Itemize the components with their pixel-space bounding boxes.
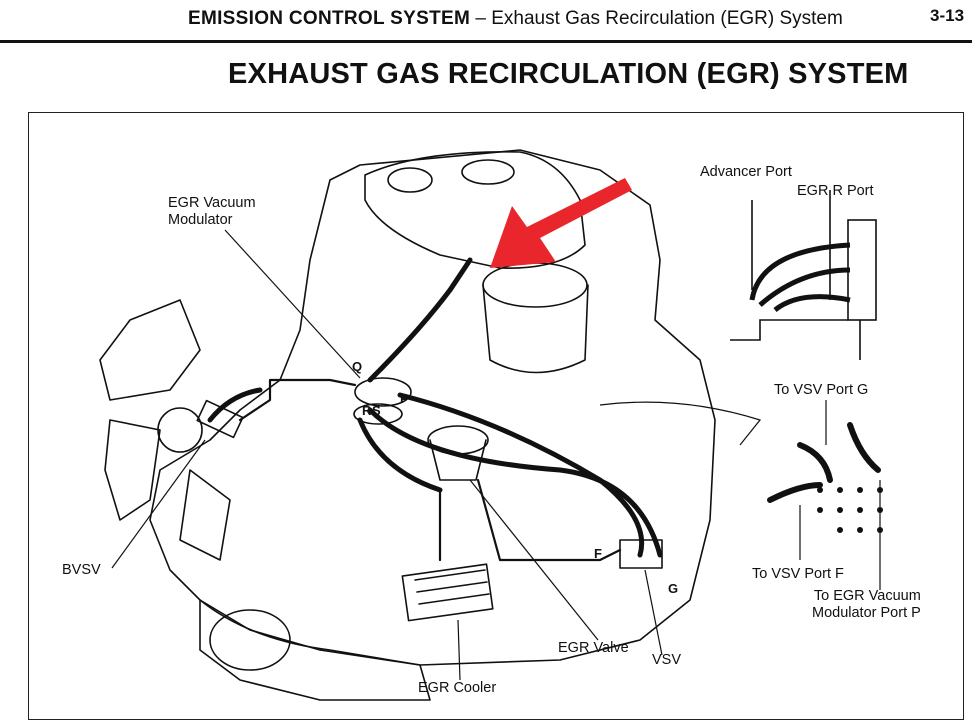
hose-p [397, 392, 645, 558]
port-s: S [372, 403, 381, 418]
label-to-vsv-port-f: To VSV Port F [752, 566, 844, 582]
label-vsv: VSV [652, 652, 682, 668]
highlight-arrow [490, 178, 632, 268]
hose-bvsv [207, 387, 263, 423]
leader-vsv [644, 569, 663, 656]
chapter-title: EMISSION CONTROL SYSTEM [188, 8, 471, 29]
port-g: G [668, 581, 679, 596]
leader-egr-cooler [457, 619, 461, 681]
egr-vacuum-modulator [354, 377, 412, 407]
label-bvsv: BVSV [62, 562, 101, 578]
label-to-egr-vacuum-modulator-port-p: To EGR Vacuum Modulator Port P [812, 588, 921, 621]
detail-hose-vsv-f [767, 482, 823, 503]
chapter-subtitle: – Exhaust Gas Recirculation (EGR) System [475, 8, 843, 29]
egr-cooler [401, 563, 494, 622]
hose-q [367, 257, 473, 383]
detail-hose-vsv-g [797, 442, 833, 483]
port-r: R [362, 403, 372, 418]
label-egr-cooler: EGR Cooler [418, 680, 497, 696]
port-q: Q [352, 359, 363, 374]
carburetor-top [482, 262, 588, 308]
leader-egr-valve [469, 479, 599, 641]
port-f: F [594, 546, 602, 561]
cooling-fan [99, 299, 231, 561]
cover-hole-left [387, 167, 433, 193]
oil-pan [199, 599, 431, 701]
carb-detail-body [847, 219, 877, 321]
label-to-vsv-port-g: To VSV Port G [774, 382, 869, 398]
label-egr-r-port: EGR R Port [797, 183, 874, 199]
detail-hoses [749, 242, 851, 313]
page-header: EMISSION CONTROL SYSTEM – Exhaust Gas Re… [0, 0, 980, 44]
leader-egr-vacuum-modulator [224, 229, 361, 379]
page-title: EXHAUST GAS RECIRCULATION (EGR) SYSTEM [228, 58, 909, 90]
detail-callout-arrow [599, 401, 762, 446]
label-egr-vacuum-modulator: EGR Vacuum Modulator [168, 195, 256, 228]
page-number: 3-13 [930, 6, 965, 25]
leader-bvsv [111, 439, 206, 569]
engine-block-outline [149, 149, 716, 666]
egr-pipe [438, 478, 622, 562]
chapter-heading: EMISSION CONTROL SYSTEM – Exhaust Gas Re… [188, 8, 843, 30]
hose-r [367, 407, 663, 558]
carburetor-body [482, 284, 589, 374]
cover-hole-right [461, 159, 515, 185]
diagram-frame [28, 112, 964, 720]
fan-hub [157, 407, 203, 453]
label-advancer-port: Advancer Port [700, 164, 792, 180]
bvsv [196, 399, 244, 439]
port-p: P [400, 391, 409, 406]
hose-s [357, 417, 443, 493]
detail-hose-modulator [847, 422, 881, 473]
label-egr-valve: EGR Valve [558, 640, 629, 656]
header-rule [0, 40, 972, 43]
pulley [209, 609, 291, 671]
air-cleaner-cover [364, 151, 586, 269]
